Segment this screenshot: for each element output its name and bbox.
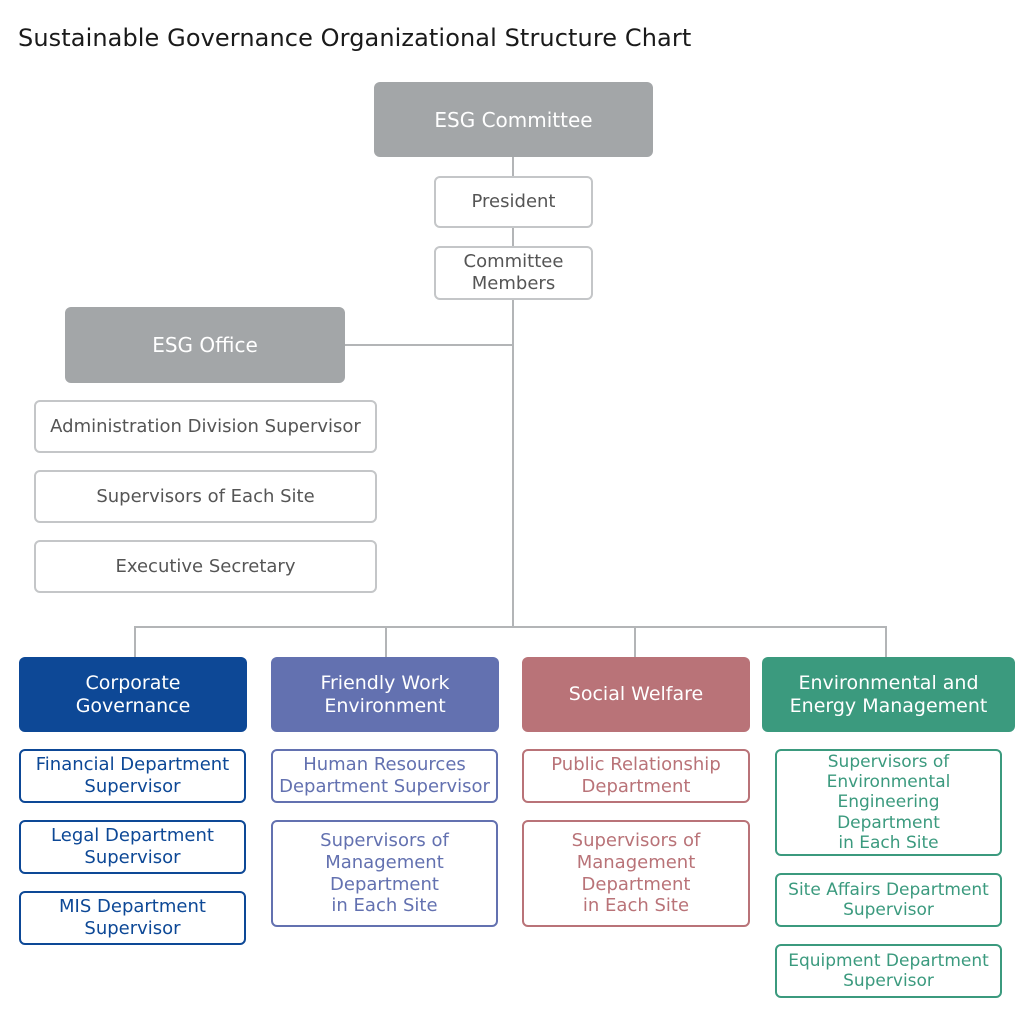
corporate-item-mis: MIS Department Supervisor (19, 891, 246, 945)
environmental-item-equipment: Equipment Department Supervisor (775, 944, 1002, 998)
office-item-site-supervisors: Supervisors of Each Site (34, 470, 377, 523)
connector-branch-4 (885, 626, 887, 658)
friendly-item-human-resources: Human Resources Department Supervisor (271, 749, 498, 803)
connector-trunk (512, 156, 514, 628)
connector-branch-1 (134, 626, 136, 658)
committee-members-box: Committee Members (434, 246, 593, 300)
category-social-welfare: Social Welfare (522, 657, 750, 732)
corporate-item-legal: Legal Department Supervisor (19, 820, 246, 874)
social-item-management: Supervisors of Management Department in … (522, 820, 750, 927)
office-item-administration: Administration Division Supervisor (34, 400, 377, 453)
category-corporate-governance: Corporate Governance (19, 657, 247, 732)
connector-branch-2 (385, 626, 387, 658)
environmental-item-engineering: Supervisors of Environmental Engineering… (775, 749, 1002, 856)
esg-office-box: ESG Office (65, 307, 345, 383)
social-item-public-relationship: Public Relationship Department (522, 749, 750, 803)
connector-branch-3 (634, 626, 636, 658)
corporate-item-financial: Financial Department Supervisor (19, 749, 246, 803)
connector-office (344, 344, 514, 346)
category-friendly-work-environment: Friendly Work Environment (271, 657, 499, 732)
page-title: Sustainable Governance Organizational St… (18, 24, 692, 52)
environmental-item-site-affairs: Site Affairs Department Supervisor (775, 873, 1002, 927)
esg-committee-box: ESG Committee (374, 82, 653, 157)
connector-branch-bar (134, 626, 886, 628)
office-item-executive-secretary: Executive Secretary (34, 540, 377, 593)
category-environmental-energy: Environmental and Energy Management (762, 657, 1015, 732)
president-box: President (434, 176, 593, 228)
friendly-item-management: Supervisors of Management Department in … (271, 820, 498, 927)
